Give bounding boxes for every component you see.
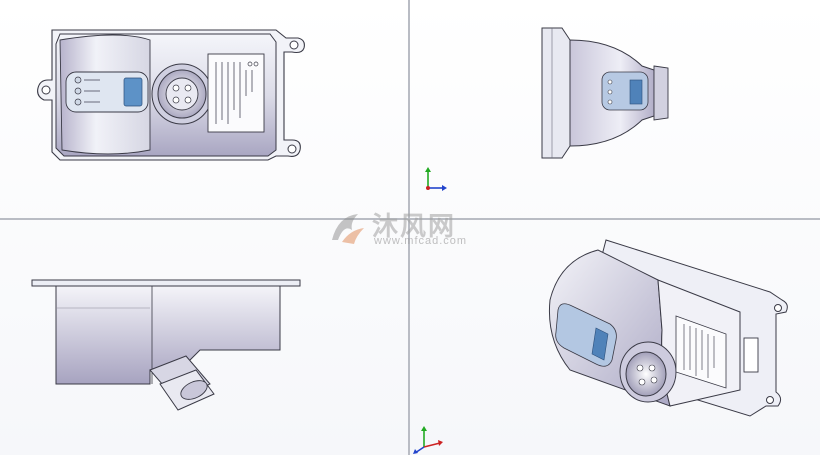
right-view-pane[interactable] [410,0,820,218]
viewport-divider-vertical[interactable] [408,0,410,455]
isometric-view-pane[interactable] [410,220,820,455]
coordinate-triad-icon [425,167,447,191]
watermark-url-text: www.mfcad.com [374,235,468,247]
right-view-drawing [541,27,669,159]
isometric-view-drawing [548,239,788,417]
watermark: 沐风网 www.mfcad.com [328,204,508,254]
top-view-pane[interactable] [0,220,408,455]
viewport-divider-horizontal[interactable] [0,218,820,220]
front-view-pane[interactable] [0,0,408,218]
front-view-drawing [37,29,305,161]
mfcad-logo-icon [332,214,364,244]
coordinate-triad-icon [413,426,443,454]
watermark-brand-text: 沐风网 [372,212,457,242]
top-view-drawing [31,279,301,411]
